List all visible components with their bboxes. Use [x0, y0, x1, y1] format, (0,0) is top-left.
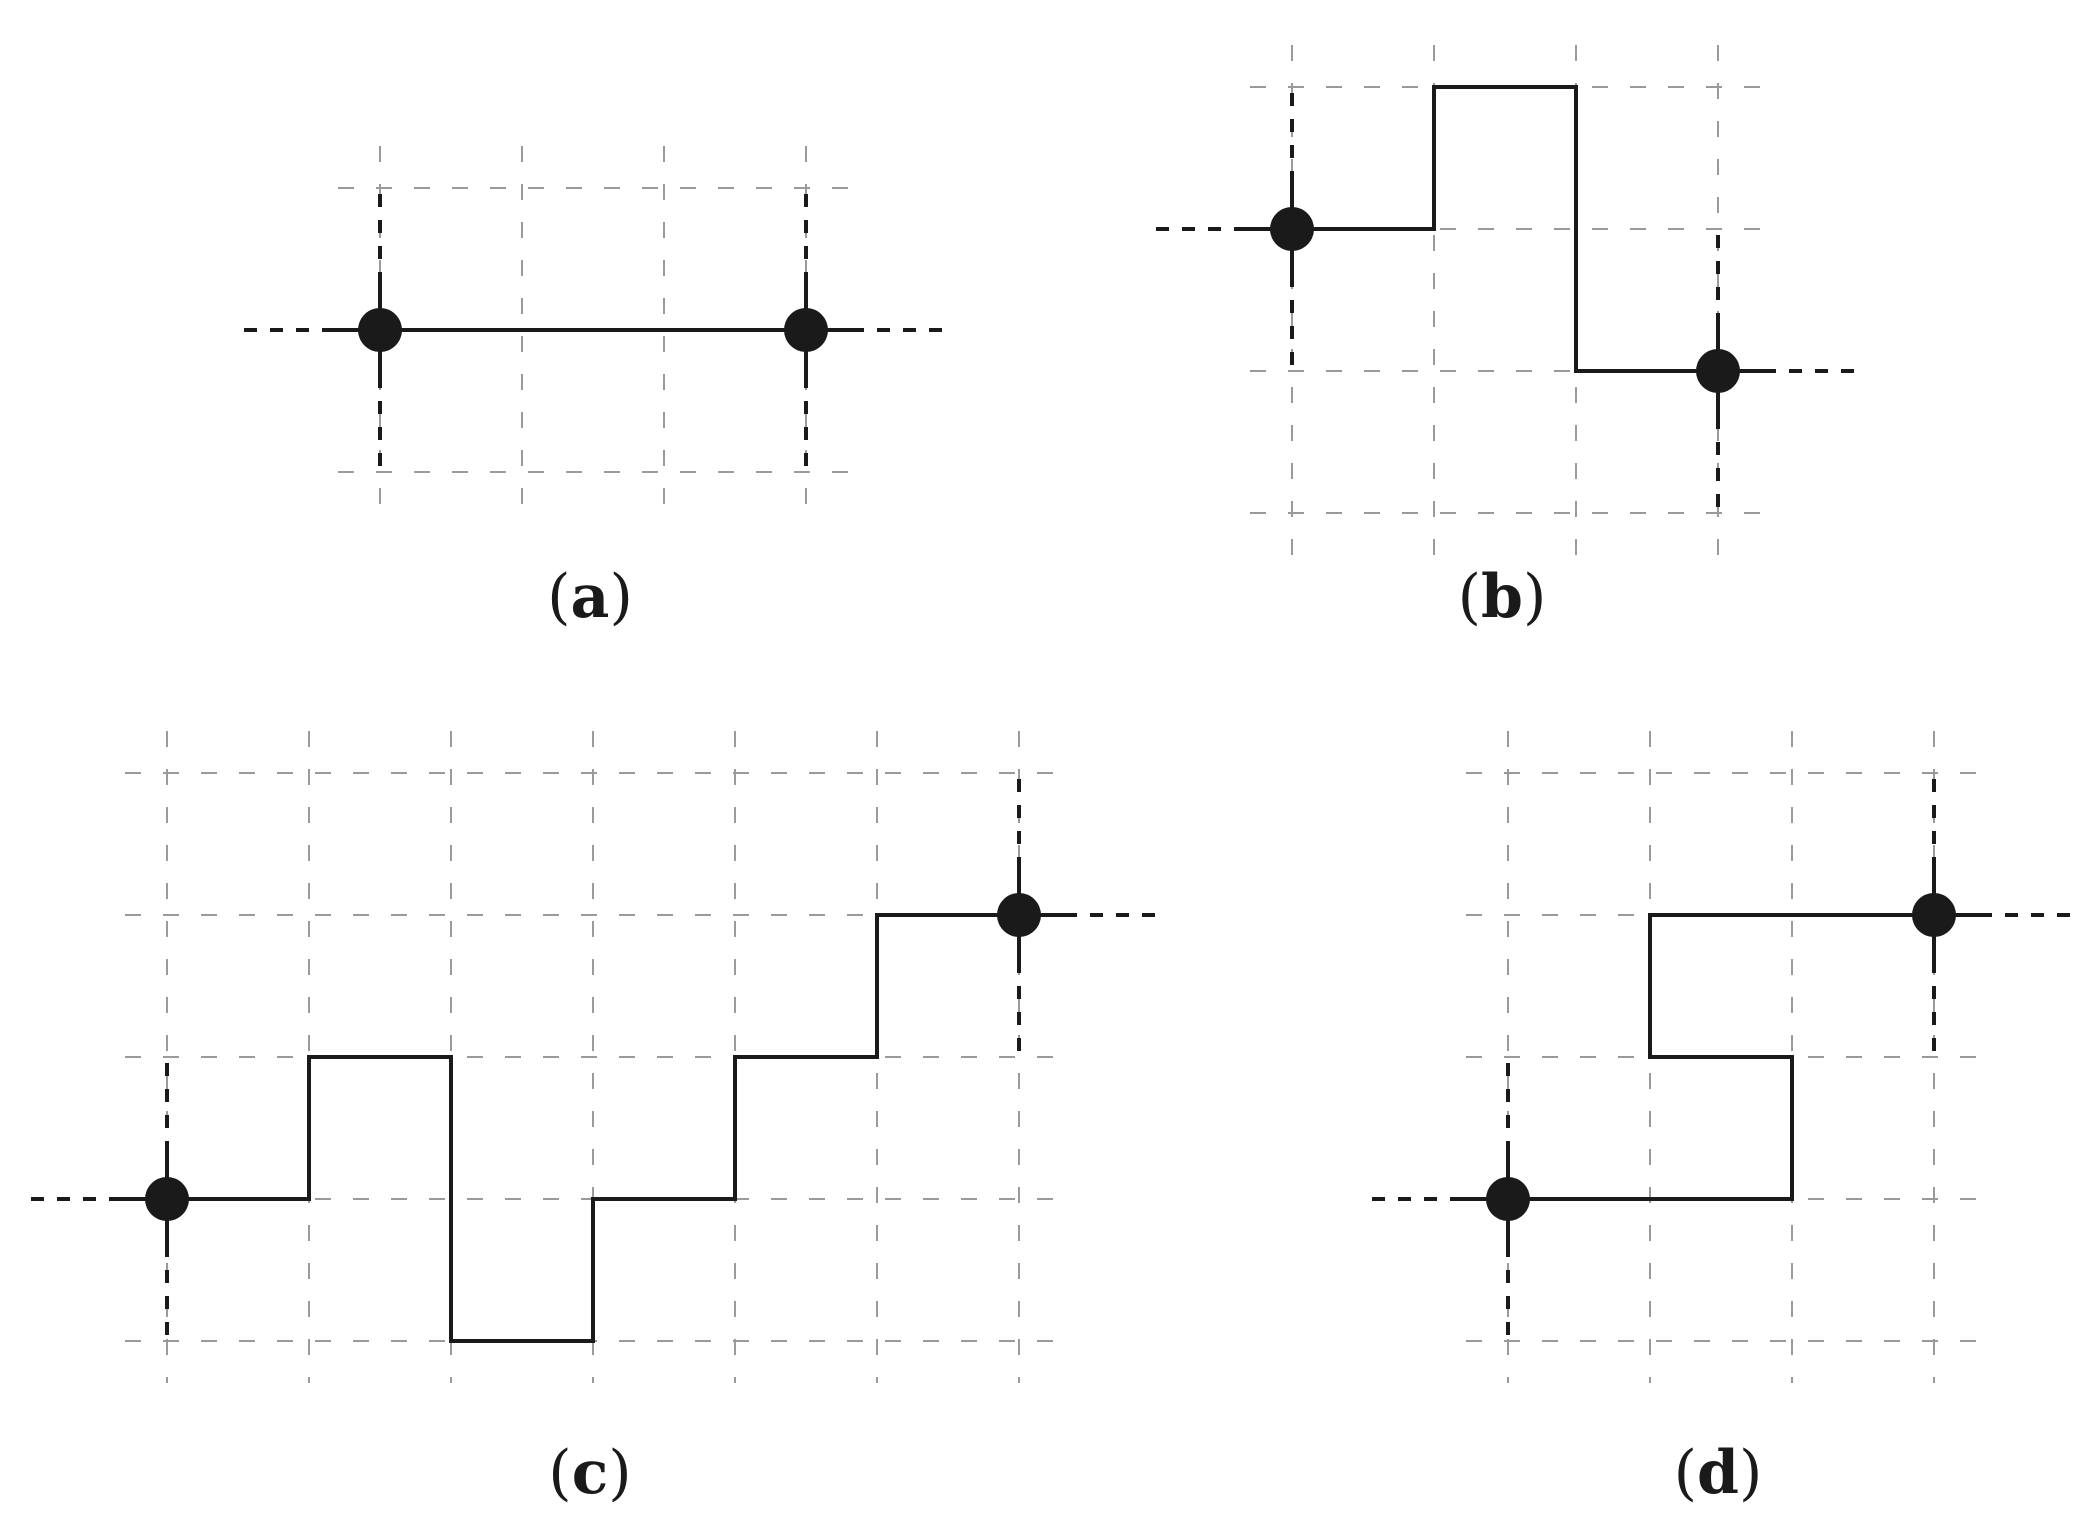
panel-d-stubs: [1366, 773, 2076, 1341]
endpoint-node: [997, 893, 1041, 937]
endpoint-node: [1486, 1177, 1530, 1221]
panel-c-path: [167, 913, 1019, 1343]
panel-b-path: [1292, 85, 1718, 373]
panel-c-endpoints: [145, 893, 1041, 1221]
panel-d-label: (d): [1674, 1438, 1763, 1508]
panel-a: (a): [238, 146, 948, 632]
panel-d-path: [1508, 913, 1934, 1201]
panel-b-label: (b): [1458, 562, 1547, 632]
panel-d: (d): [1366, 731, 2076, 1508]
panel-d-endpoints: [1486, 893, 1956, 1221]
panel-b-grid: [1250, 45, 1760, 555]
panel-c-stubs: [25, 773, 1161, 1341]
endpoint-node: [145, 1177, 189, 1221]
panel-c: (c): [25, 731, 1161, 1508]
panel-b-stubs: [1150, 87, 1860, 513]
endpoint-node: [358, 308, 402, 352]
endpoint-node: [784, 308, 828, 352]
panel-b-endpoints: [1270, 207, 1740, 393]
endpoint-node: [1912, 893, 1956, 937]
panel-a-stubs: [238, 188, 948, 472]
endpoint-node: [1270, 207, 1314, 251]
panel-c-label: (c): [548, 1438, 631, 1508]
panel-a-label: (a): [547, 562, 633, 632]
panel-b: (b): [1150, 45, 1860, 632]
endpoint-node: [1696, 349, 1740, 393]
panel-a-endpoints: [358, 308, 828, 352]
